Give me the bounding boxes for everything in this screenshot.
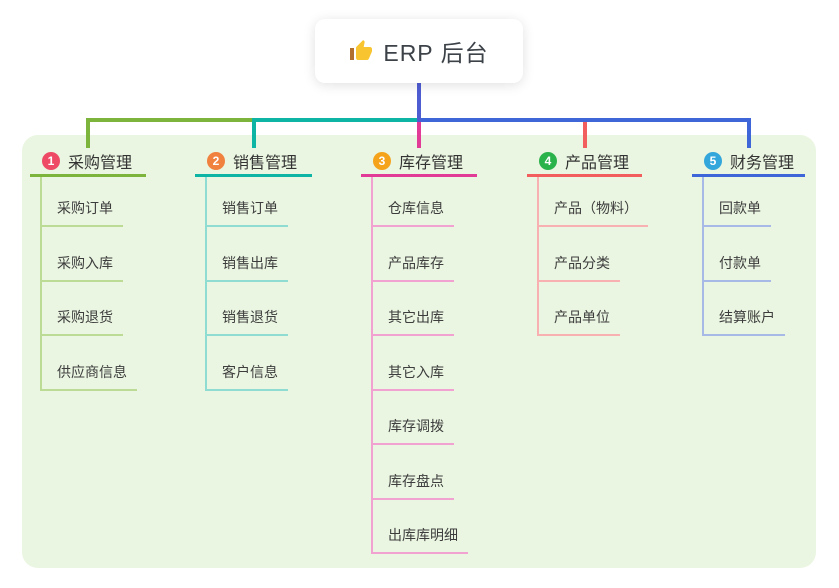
child-row: 库存调拨 (373, 391, 468, 445)
connector-drop-5 (746, 118, 751, 148)
child-node[interactable]: 销售退货 (207, 307, 288, 336)
connector-drop-2 (251, 118, 256, 148)
child-row: 采购入库 (42, 227, 137, 282)
child-row: 回款单 (704, 177, 785, 227)
child-row: 采购退货 (42, 282, 137, 336)
child-node[interactable]: 其它入库 (373, 362, 454, 391)
branch-title: 财务管理 (730, 154, 795, 172)
child-row: 产品（物料） (539, 177, 648, 227)
child-row: 销售出库 (207, 227, 288, 282)
branch-3: 3 库存管理仓库信息产品库存其它出库其它入库库存调拨库存盘点出库库明细 (361, 147, 477, 554)
connector-bus-left (86, 118, 255, 122)
branch-badge: 3 (373, 151, 391, 170)
child-node[interactable]: 采购退货 (42, 307, 123, 336)
branch-1: 1 采购管理采购订单采购入库采购退货供应商信息 (30, 147, 146, 391)
branch-children-4: 产品（物料） 产品分类产品单位 (537, 177, 648, 336)
connector-bus-mid (251, 118, 419, 122)
child-node[interactable]: 供应商信息 (42, 362, 137, 391)
child-row: 采购订单 (42, 177, 137, 227)
branch-badge: 4 (539, 151, 557, 170)
child-node[interactable]: 客户信息 (207, 362, 288, 391)
branch-children-2: 销售订单销售出库销售退货客户信息 (205, 177, 288, 391)
child-node[interactable]: 库存调拨 (373, 416, 454, 445)
branches-background-panel (22, 135, 816, 568)
child-row: 产品单位 (539, 282, 648, 336)
child-node[interactable]: 销售出库 (207, 253, 288, 282)
child-row: 仓库信息 (373, 177, 468, 227)
child-node[interactable]: 库存盘点 (373, 471, 454, 500)
branch-children-1: 采购订单采购入库采购退货供应商信息 (40, 177, 137, 391)
branch-4: 4 产品管理产品（物料） 产品分类产品单位 (527, 147, 648, 336)
connector-drop-3 (417, 118, 421, 148)
child-row: 销售订单 (207, 177, 288, 227)
branch-badge: 5 (704, 151, 722, 170)
branch-children-3: 仓库信息产品库存其它出库其它入库库存调拨库存盘点出库库明细 (371, 177, 468, 554)
root-title: ERP 后台 (383, 40, 489, 66)
child-node[interactable]: 产品分类 (539, 253, 620, 282)
child-node[interactable]: 回款单 (704, 198, 771, 227)
child-node[interactable]: 其它出库 (373, 307, 454, 336)
child-row: 销售退货 (207, 282, 288, 336)
child-row: 产品分类 (539, 227, 648, 282)
branch-title: 产品管理 (565, 154, 630, 172)
branch-badge: 2 (207, 151, 225, 170)
child-node[interactable]: 仓库信息 (373, 198, 454, 227)
child-node[interactable]: 产品单位 (539, 307, 620, 336)
branch-5: 5 财务管理回款单付款单结算账户 (692, 147, 805, 336)
child-row: 客户信息 (207, 336, 288, 391)
branch-label-1[interactable]: 1 采购管理 (30, 147, 146, 177)
child-node[interactable]: 产品库存 (373, 253, 454, 282)
child-row: 供应商信息 (42, 336, 137, 391)
connector-drop-1 (86, 118, 90, 148)
branch-title: 销售管理 (233, 154, 298, 172)
branch-children-5: 回款单付款单结算账户 (702, 177, 785, 336)
child-row: 产品库存 (373, 227, 468, 282)
branch-title: 库存管理 (399, 154, 464, 172)
child-node[interactable]: 出库库明细 (373, 525, 468, 554)
child-node[interactable]: 采购订单 (42, 198, 123, 227)
child-node[interactable]: 采购入库 (42, 253, 123, 282)
child-row: 结算账户 (704, 282, 785, 336)
branch-title: 采购管理 (68, 154, 133, 172)
root-node[interactable]: ERP 后台 (315, 19, 523, 83)
child-node[interactable]: 结算账户 (704, 307, 785, 336)
child-row: 其它出库 (373, 282, 468, 336)
branch-label-3[interactable]: 3 库存管理 (361, 147, 477, 177)
child-node[interactable]: 付款单 (704, 253, 771, 282)
child-node[interactable]: 销售订单 (207, 198, 288, 227)
child-row: 出库库明细 (373, 500, 468, 554)
branch-badge: 1 (42, 151, 60, 170)
branch-label-2[interactable]: 2 销售管理 (195, 147, 312, 177)
child-row: 付款单 (704, 227, 785, 282)
child-node[interactable]: 产品（物料） (539, 198, 648, 227)
child-row: 库存盘点 (373, 445, 468, 500)
connector-root-stem (417, 82, 421, 122)
connector-drop-4 (582, 118, 587, 148)
thumbs-up-icon (349, 39, 373, 63)
branch-label-4[interactable]: 4 产品管理 (527, 147, 642, 177)
branch-label-5[interactable]: 5 财务管理 (692, 147, 805, 177)
branch-2: 2 销售管理销售订单销售出库销售退货客户信息 (195, 147, 312, 391)
connector-bus-right (417, 118, 751, 122)
child-row: 其它入库 (373, 336, 468, 391)
